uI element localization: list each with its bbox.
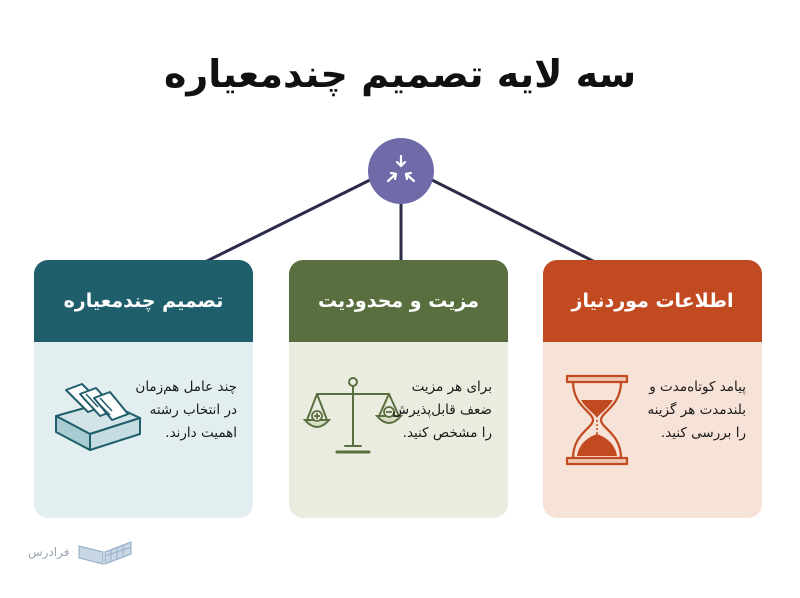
hourglass-icon (557, 372, 637, 472)
hub-node (368, 138, 434, 204)
card-body: چند عامل هم‌زمان در انتخاب رشته اهمیت دا… (34, 342, 253, 518)
converge-arrows-icon (386, 154, 416, 183)
card-header: مزیت و محدودیت (289, 260, 508, 342)
card-pros-cons: مزیت و محدودیت (289, 260, 508, 518)
card-header: تصمیم چندمعیاره (34, 260, 253, 342)
card-body: پیامد کوتاه‌مدت و بلندمدت هر گزینه را بر… (543, 342, 762, 518)
card-text: برای هر مزیت ضعف قابل‌پذیرش را مشخص کنید… (392, 379, 492, 441)
brand-logo: فرادرس (28, 538, 135, 566)
card-header: اطلاعات موردنیاز (543, 260, 762, 342)
card-multicriteria-decision: تصمیم چندمعیاره چند عام (34, 260, 253, 518)
card-required-information: اطلاعات موردنیاز پیامد کوتاه‌مدت و بلندم… (543, 260, 762, 518)
card-text: چند عامل هم‌زمان در انتخاب رشته اهمیت دا… (135, 379, 237, 441)
file-drawer-icon (48, 372, 144, 462)
open-book-icon (78, 541, 132, 565)
logo-text: فرادرس (28, 545, 70, 559)
card-text: پیامد کوتاه‌مدت و بلندمدت هر گزینه را بر… (647, 379, 746, 441)
card-body: برای هر مزیت ضعف قابل‌پذیرش را مشخص کنید… (289, 342, 508, 518)
page-title: سه لایه تصمیم چندمعیاره (163, 52, 637, 96)
balance-scale-icon (302, 372, 404, 466)
